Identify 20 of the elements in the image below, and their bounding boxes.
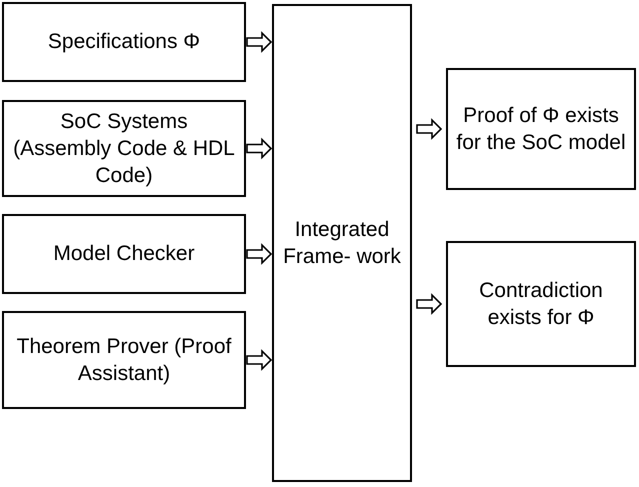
process-box	[2, 100, 246, 197]
hollow-arrow	[416, 118, 442, 140]
process-box	[446, 68, 636, 190]
box-label: SoC Systems (Assembly Code & HDL Code)	[12, 108, 236, 190]
box-label: Contradiction exists for Φ	[478, 278, 604, 331]
process-box	[2, 311, 246, 409]
process-box	[446, 241, 636, 367]
box-label: Specifications Φ	[48, 29, 200, 56]
hollow-arrow	[246, 243, 272, 265]
box-label: Model Checker	[53, 241, 195, 268]
process-box	[2, 214, 246, 294]
hollow-arrow	[246, 349, 272, 371]
box-label: Proof of Φ exists for the SoC model	[456, 102, 626, 156]
box-label: Integrated Frame- work	[282, 216, 402, 270]
hollow-arrow	[416, 293, 442, 315]
box-label: Theorem Prover (Proof Assistant)	[16, 334, 232, 387]
process-box	[272, 4, 412, 482]
hollow-arrow	[246, 138, 272, 160]
process-box	[2, 2, 246, 82]
hollow-arrow	[246, 31, 272, 53]
